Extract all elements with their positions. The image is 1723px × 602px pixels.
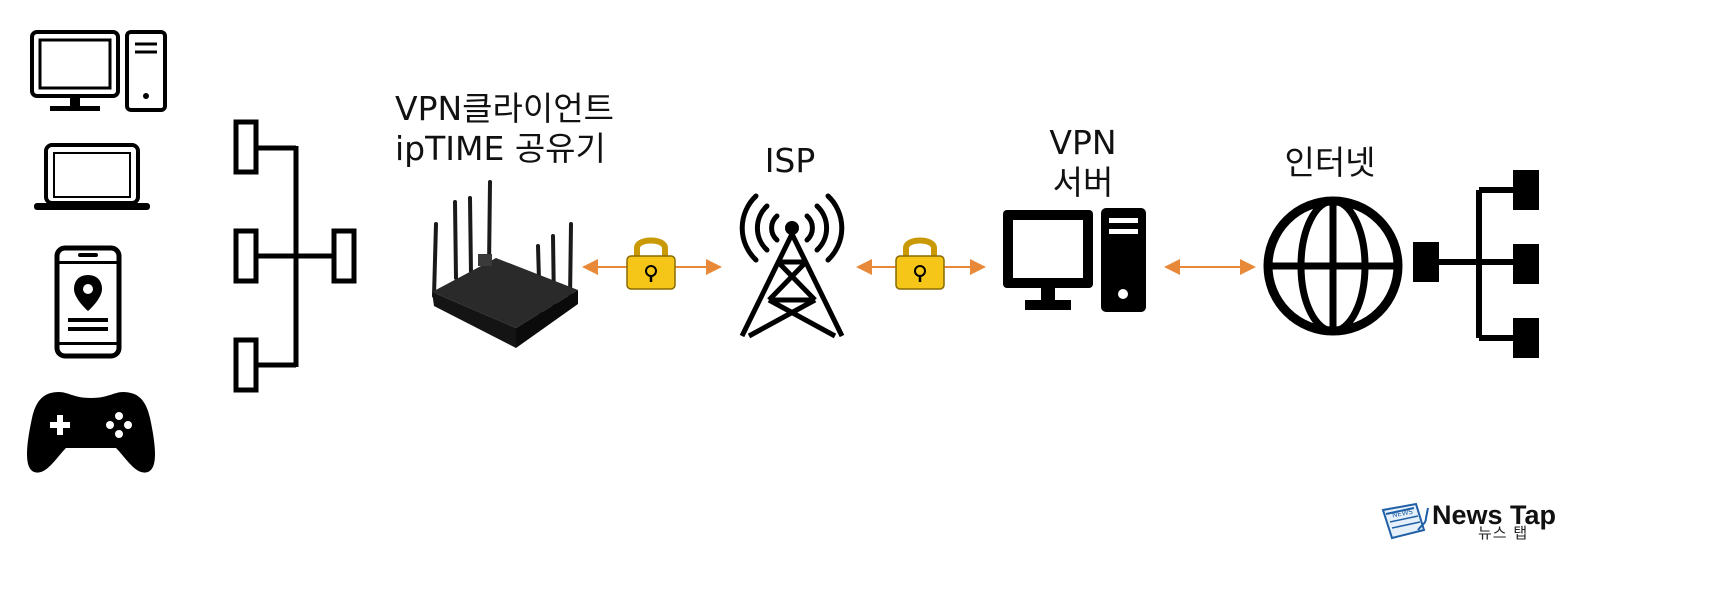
- network-hierarchy-icon: [1413, 170, 1539, 358]
- logo-title: News Tap: [1432, 500, 1557, 530]
- router-icon: [432, 180, 578, 348]
- vpn-client-label-line2: ipTIME 공유기: [395, 129, 606, 168]
- smartphone-location-icon: [54, 245, 122, 359]
- gamepad-icon: [27, 392, 155, 473]
- vpn-client-label-line1: VPN클라이언트: [395, 89, 614, 128]
- desktop-computer-icon: [30, 30, 167, 112]
- isp-label: ISP: [764, 141, 816, 180]
- device-tree-icon: [233, 119, 357, 393]
- cell-tower-icon: [739, 193, 845, 339]
- news-tap-logo-icon: NEWS: [1381, 502, 1429, 540]
- padlock-icon: [895, 237, 945, 290]
- logo-subtitle: 뉴스 탭: [1478, 524, 1529, 542]
- connection-arrow: [1164, 259, 1256, 275]
- vpn-client-label: VPN클라이언트 ipTIME 공유기: [395, 89, 614, 169]
- globe-icon: [1263, 196, 1403, 336]
- padlock-icon: [626, 237, 676, 290]
- logo-icon-text: NEWS: [1391, 508, 1414, 520]
- vpn-server-label: VPN 서버: [1028, 123, 1138, 203]
- server-computer-icon: [1003, 208, 1146, 312]
- internet-label: 인터넷: [1284, 143, 1376, 182]
- vpn-server-label-line1: VPN: [1049, 123, 1117, 162]
- vpn-server-label-line2: 서버: [1052, 163, 1114, 202]
- laptop-icon: [34, 143, 150, 210]
